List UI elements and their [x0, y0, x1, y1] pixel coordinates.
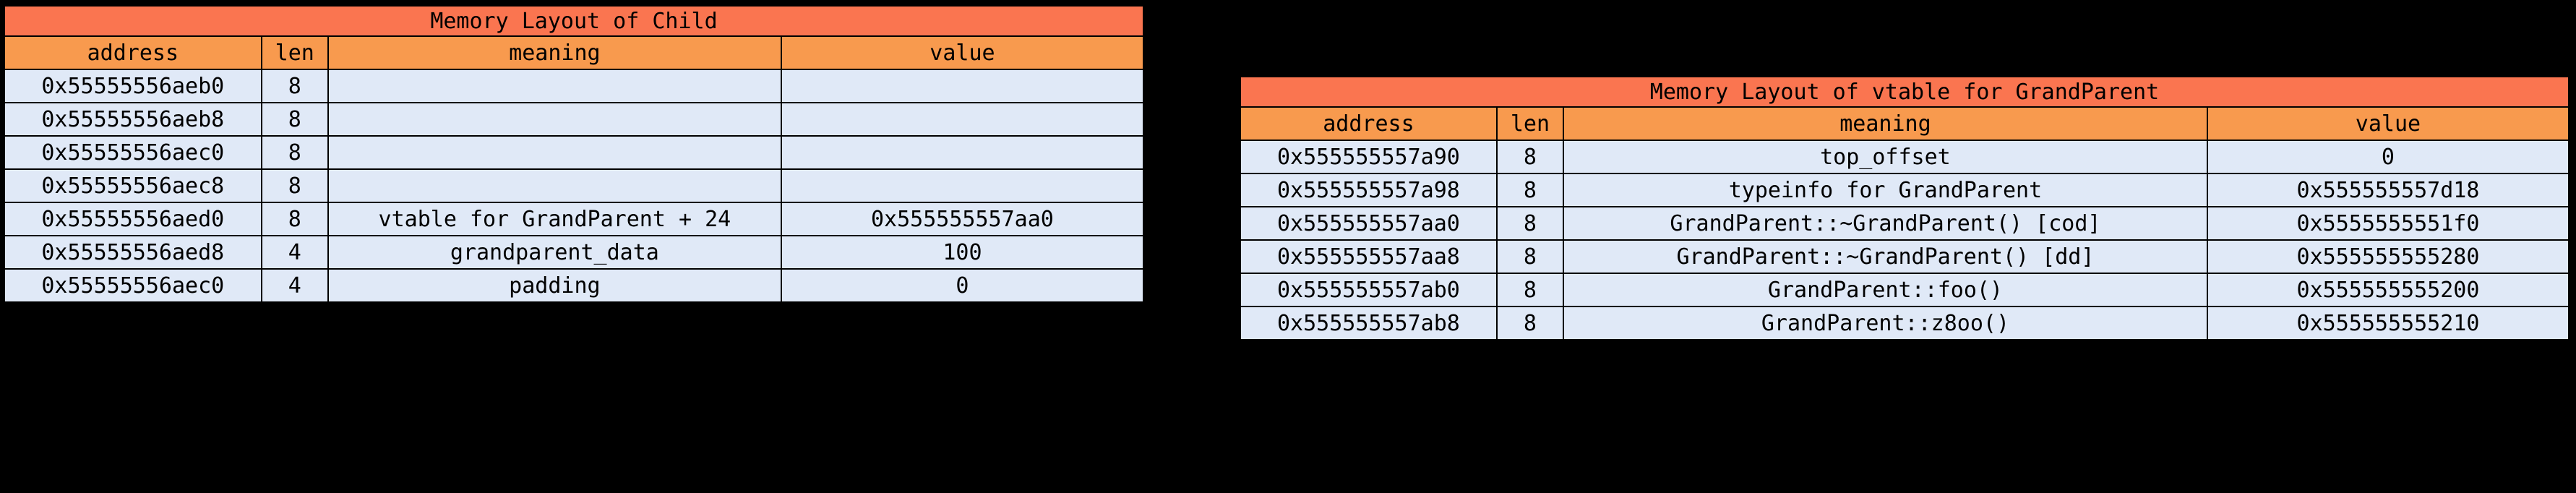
table-title: Memory Layout of vtable for GrandParent — [1239, 75, 2570, 108]
cell-address: 0x555555557aa0 — [1239, 206, 1498, 241]
table-row: 0x55555556aeb0 8 — [3, 69, 1145, 103]
table-row: 0x55555556aec0 4 padding 0 — [3, 268, 1145, 304]
cell-value: 0 — [780, 268, 1145, 304]
cell-meaning: GrandParent::foo() — [1562, 273, 2208, 307]
table-title: Memory Layout of Child — [3, 4, 1145, 37]
table-row: 0x55555556aec0 8 — [3, 135, 1145, 170]
column-header-len: len — [260, 35, 329, 70]
cell-address: 0x55555556aeb0 — [3, 69, 262, 103]
cell-address: 0x555555557ab0 — [1239, 273, 1498, 307]
cell-address: 0x55555556aec8 — [3, 168, 262, 203]
table-row: 0x55555556aed8 4 grandparent_data 100 — [3, 235, 1145, 270]
cell-meaning: GrandParent::~GrandParent() [cod] — [1562, 206, 2208, 241]
table-row: 0x55555556aeb8 8 — [3, 102, 1145, 137]
table-title-row: Memory Layout of Child — [3, 4, 1145, 37]
cell-value — [780, 135, 1145, 170]
cell-meaning: typeinfo for GrandParent — [1562, 173, 2208, 207]
cell-value: 0 — [2206, 140, 2570, 174]
cell-value: 100 — [780, 235, 1145, 270]
cell-len: 4 — [260, 235, 329, 270]
cell-address: 0x55555556aec0 — [3, 135, 262, 170]
cell-value — [780, 102, 1145, 137]
cell-value: 0x5555555551f0 — [2206, 206, 2570, 241]
column-header-value: value — [2206, 106, 2570, 141]
table-row: 0x55555556aed0 8 vtable for GrandParent … — [3, 202, 1145, 236]
table-row: 0x555555557aa0 8 GrandParent::~GrandPare… — [1239, 206, 2570, 241]
column-header-address: address — [3, 35, 262, 70]
memory-layout-child-table: Memory Layout of Child address len meani… — [3, 4, 1145, 304]
cell-len: 8 — [260, 202, 329, 236]
cell-address: 0x55555556aeb8 — [3, 102, 262, 137]
cell-meaning — [327, 69, 782, 103]
cell-meaning: top_offset — [1562, 140, 2208, 174]
cell-len: 8 — [1495, 239, 1564, 274]
cell-len: 8 — [260, 135, 329, 170]
table-row: 0x555555557aa8 8 GrandParent::~GrandPare… — [1239, 239, 2570, 274]
cell-len: 8 — [1495, 140, 1564, 174]
cell-meaning: vtable for GrandParent + 24 — [327, 202, 782, 236]
column-header-len: len — [1495, 106, 1564, 141]
cell-address: 0x555555557a90 — [1239, 140, 1498, 174]
cell-len: 8 — [1495, 173, 1564, 207]
cell-address: 0x55555556aec0 — [3, 268, 262, 304]
cell-len: 8 — [260, 168, 329, 203]
cell-value: 0x555555555280 — [2206, 239, 2570, 274]
table-row: 0x555555557a98 8 typeinfo for GrandParen… — [1239, 173, 2570, 207]
table-title-row: Memory Layout of vtable for GrandParent — [1239, 75, 2570, 108]
column-header-meaning: meaning — [327, 35, 782, 70]
cell-len: 4 — [260, 268, 329, 304]
cell-meaning: grandparent_data — [327, 235, 782, 270]
table-row: 0x555555557a90 8 top_offset 0 — [1239, 140, 2570, 174]
column-header-value: value — [780, 35, 1145, 70]
column-header-address: address — [1239, 106, 1498, 141]
table-row: 0x555555557ab0 8 GrandParent::foo() 0x55… — [1239, 273, 2570, 307]
cell-address: 0x555555557ab8 — [1239, 306, 1498, 341]
cell-address: 0x555555557a98 — [1239, 173, 1498, 207]
cell-len: 8 — [260, 102, 329, 137]
cell-value: 0x555555555200 — [2206, 273, 2570, 307]
cell-address: 0x55555556aed0 — [3, 202, 262, 236]
cell-value: 0x555555557aa0 — [780, 202, 1145, 236]
cell-address: 0x55555556aed8 — [3, 235, 262, 270]
cell-value — [780, 168, 1145, 203]
cell-len: 8 — [1495, 206, 1564, 241]
cell-meaning: GrandParent::~GrandParent() [dd] — [1562, 239, 2208, 274]
cell-value: 0x555555557d18 — [2206, 173, 2570, 207]
cell-len: 8 — [1495, 273, 1564, 307]
cell-meaning: GrandParent::z8oo() — [1562, 306, 2208, 341]
cell-meaning: padding — [327, 268, 782, 304]
cell-meaning — [327, 168, 782, 203]
column-header-meaning: meaning — [1562, 106, 2208, 141]
cell-len: 8 — [260, 69, 329, 103]
cell-address: 0x555555557aa8 — [1239, 239, 1498, 274]
cell-value — [780, 69, 1145, 103]
table-header-row: address len meaning value — [3, 35, 1145, 70]
cell-meaning — [327, 135, 782, 170]
cell-len: 8 — [1495, 306, 1564, 341]
cell-meaning — [327, 102, 782, 137]
table-row: 0x55555556aec8 8 — [3, 168, 1145, 203]
cell-value: 0x555555555210 — [2206, 306, 2570, 341]
table-row: 0x555555557ab8 8 GrandParent::z8oo() 0x5… — [1239, 306, 2570, 341]
table-header-row: address len meaning value — [1239, 106, 2570, 141]
memory-layout-vtable-grandparent-table: Memory Layout of vtable for GrandParent … — [1239, 75, 2570, 341]
